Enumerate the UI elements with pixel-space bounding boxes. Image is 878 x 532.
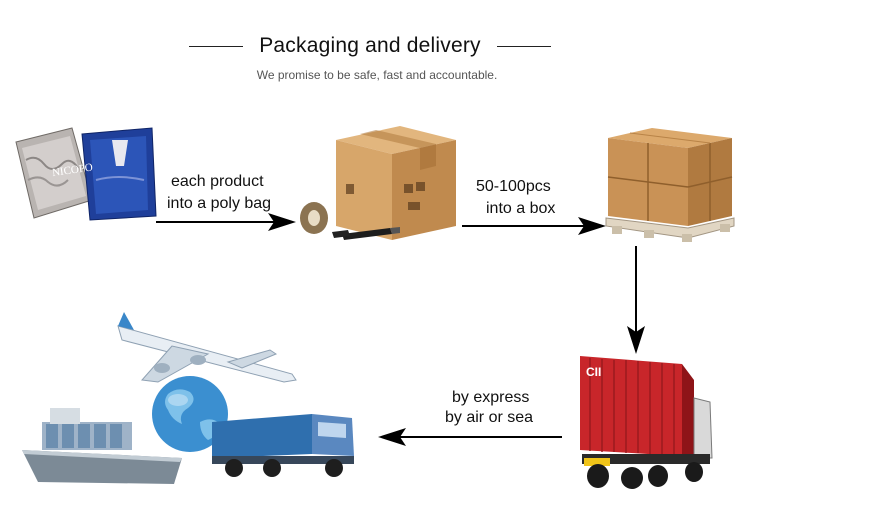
page-title: Packaging and delivery	[259, 34, 481, 57]
page-subtitle: We promise to be safe, fast and accounta…	[256, 68, 498, 82]
container-logo-text: CII	[586, 365, 601, 379]
box-front	[336, 140, 392, 240]
bag-print-text: NICOPO	[51, 162, 93, 180]
pallet-box-stack	[607, 128, 733, 226]
truck-cab	[693, 397, 713, 459]
tape-roll	[300, 202, 328, 234]
arrow-to-box	[156, 213, 296, 231]
truck-wheels	[587, 462, 703, 489]
air-sea-freight-image	[22, 312, 354, 484]
delivery-truck	[212, 414, 354, 477]
truck-chassis	[582, 454, 710, 466]
poly-bags-image: NICOPO	[15, 127, 157, 221]
arrow-to-shipping	[378, 428, 562, 446]
title-row: Packaging and delivery	[0, 34, 740, 58]
container-truck-image: CII	[580, 356, 713, 489]
cargo-ship	[22, 408, 182, 484]
marker-pen	[342, 227, 400, 240]
step-poly-bag-label-2: into a poly bag	[167, 195, 272, 212]
cardboard-box-image	[300, 126, 456, 240]
arrow-to-pallet	[462, 217, 606, 235]
step-ship-label-1: by express	[452, 389, 530, 406]
step-box-label-2: into a box	[486, 200, 556, 217]
shipping-container	[580, 356, 694, 456]
step-box-label-1: 50-100pcs	[476, 178, 551, 195]
title-rule-right	[496, 45, 551, 47]
boxes-on-pallet-image	[605, 128, 735, 242]
wooden-pallet	[605, 217, 735, 242]
title-rule-left	[189, 45, 244, 47]
airplane	[117, 312, 297, 383]
step-ship-label-2: by air or sea	[445, 409, 534, 426]
blue-poly-bag	[81, 127, 157, 221]
arrow-to-container	[627, 246, 645, 354]
step-poly-bag-label-1: each product	[171, 173, 264, 190]
clear-poly-bag	[15, 127, 93, 219]
globe-icon	[152, 376, 228, 452]
